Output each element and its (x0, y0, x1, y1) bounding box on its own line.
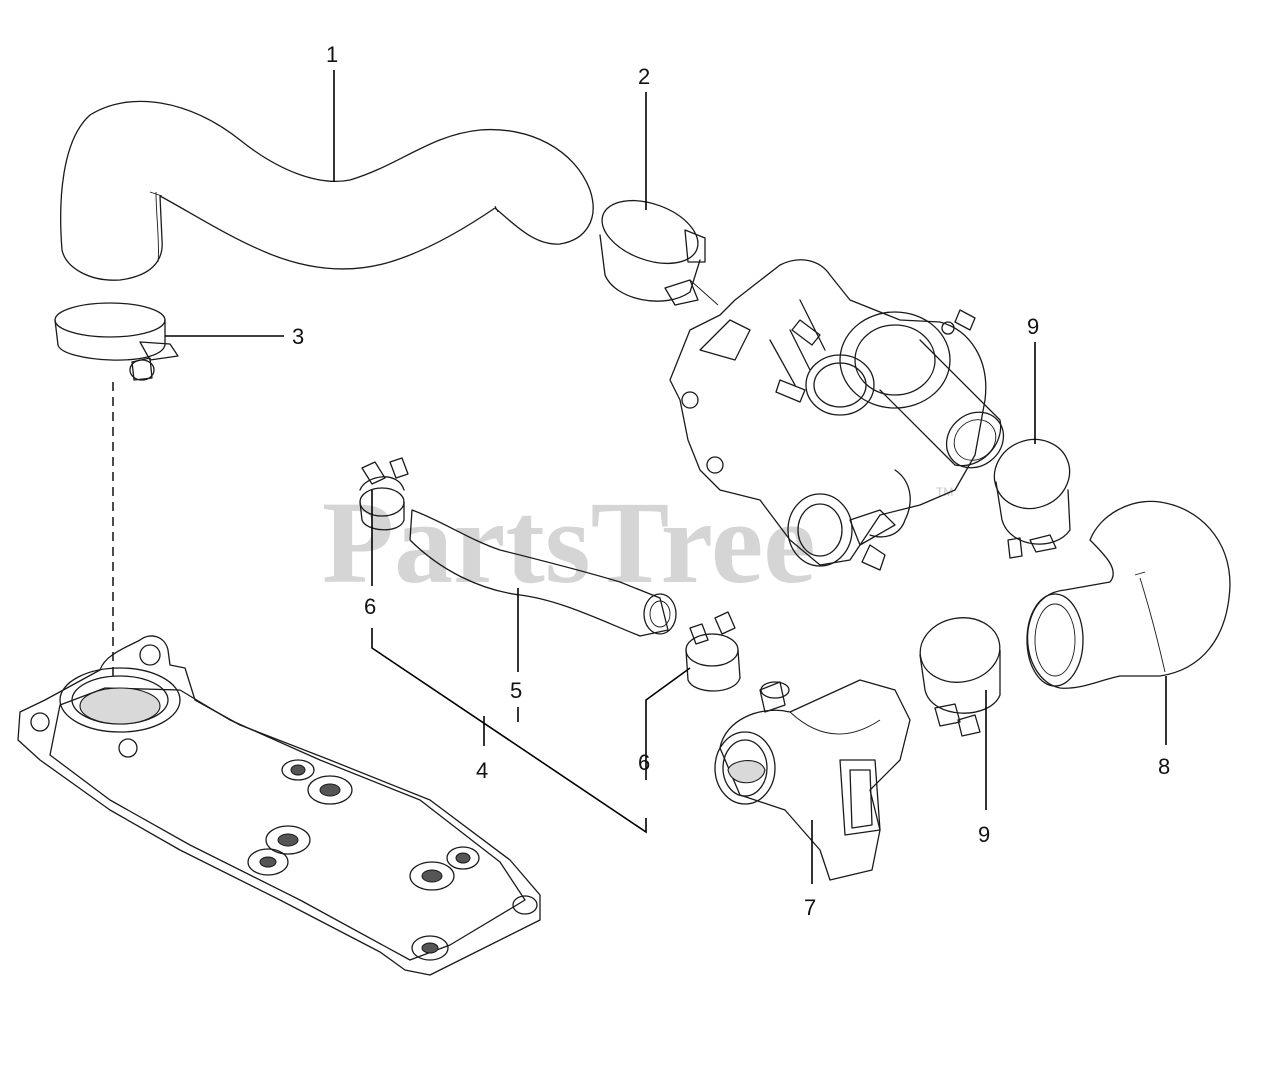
callout-8: 8 (1158, 754, 1170, 779)
callout-6-upper: 6 (364, 594, 376, 619)
callout-9-upper: 9 (1027, 314, 1039, 339)
leader-lines (165, 70, 1167, 884)
watermark-text: PartsTree (322, 477, 816, 608)
callout-5: 5 (510, 678, 522, 703)
callout-6-lower: 6 (638, 750, 650, 775)
callout-9-lower: 9 (978, 822, 990, 847)
part-1-hose[interactable] (60, 100, 594, 281)
part-9-clamp-lower[interactable] (915, 612, 1005, 737)
watermark: PartsTree TM (322, 477, 953, 608)
part-3-clamp[interactable] (54, 302, 179, 381)
part-6-clamp-upper[interactable] (359, 457, 409, 531)
callout-1: 1 (326, 42, 338, 67)
part-6-clamp-lower[interactable] (685, 611, 741, 692)
turbocharger[interactable] (669, 259, 1015, 571)
watermark-trademark: TM (936, 485, 953, 499)
valve-cover[interactable] (17, 635, 541, 976)
callout-3: 3 (292, 324, 304, 349)
part-2-clamp[interactable] (593, 189, 706, 306)
part-9-clamp-upper[interactable] (985, 429, 1080, 559)
part-5-hose[interactable] (409, 509, 677, 637)
callout-7: 7 (804, 895, 816, 920)
callout-2: 2 (638, 64, 650, 89)
callouts: 1 2 3 9 6 5 4 6 7 9 8 (292, 42, 1170, 920)
part-8-elbow-hose[interactable] (1026, 500, 1231, 689)
part-7-tee-housing[interactable] (714, 679, 911, 881)
callout-4: 4 (476, 758, 488, 783)
